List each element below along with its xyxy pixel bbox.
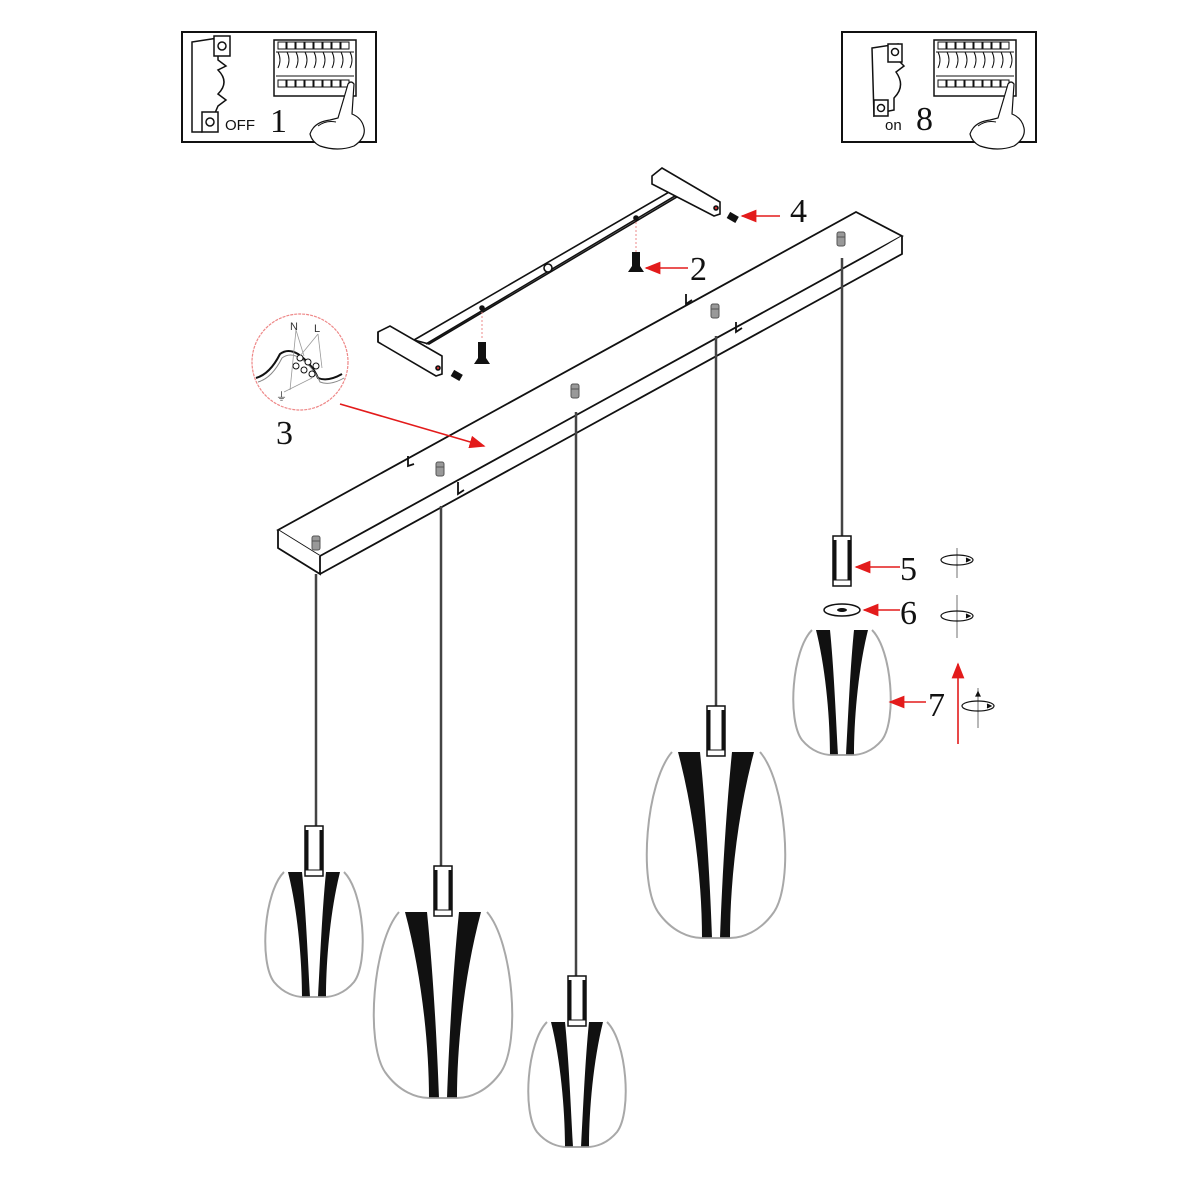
circuit-breaker-switch-icon <box>871 43 906 118</box>
rotate-icon <box>940 595 974 638</box>
live-label: L <box>314 323 320 335</box>
callout-2: 2 <box>690 251 707 288</box>
cable-gripper-icon <box>435 461 445 477</box>
panel-power-on: on 8 <box>841 31 1037 150</box>
glass-shade-large <box>645 751 787 939</box>
callout-4: 4 <box>790 193 807 230</box>
panel-power-off: OFF 1 <box>181 31 377 150</box>
neutral-label: N <box>290 321 298 333</box>
mounting-screw-icon <box>474 252 644 364</box>
step-number: 1 <box>270 103 287 140</box>
pendant-2 <box>372 864 514 1099</box>
wiring-detail: N L ⏚ <box>251 313 349 411</box>
breaker-panel-icon <box>273 39 357 97</box>
breaker-panel-icon <box>933 39 1017 97</box>
lamp-holder-sleeve <box>831 534 853 588</box>
switch-label: on <box>885 117 902 134</box>
fixing-screw-icon <box>450 211 739 381</box>
cable-gripper-icon <box>311 535 321 551</box>
pendant-4 <box>645 704 787 939</box>
cable-gripper-icon <box>710 303 720 319</box>
pendant-1 <box>264 824 364 998</box>
lamp-holder-sleeve <box>432 864 454 918</box>
earth-symbol-icon: ⏚ <box>276 390 287 403</box>
suspension-cables <box>314 258 844 976</box>
cable-gripper-icon <box>836 231 846 247</box>
pendant-3 <box>527 974 627 1148</box>
callout-5: 5 <box>900 551 917 588</box>
lamp-holder-sleeve <box>303 824 325 878</box>
switch-label: OFF <box>225 117 255 134</box>
lamp-holder-sleeve <box>566 974 588 1028</box>
mounting-bracket <box>377 167 721 377</box>
callout-6: 6 <box>900 595 917 632</box>
glass-shade-small <box>792 629 892 756</box>
glass-shade-small <box>264 871 364 998</box>
glass-shade-large <box>372 911 514 1099</box>
shade-ring <box>823 603 861 617</box>
lamp-holder-sleeve <box>705 704 727 758</box>
callout-7: 7 <box>928 687 945 724</box>
cable-gripper-icon <box>570 383 580 399</box>
canopy-bar <box>276 210 904 576</box>
pendant-5-exploded <box>792 534 892 756</box>
circuit-breaker-switch-icon <box>191 35 231 133</box>
step-number: 8 <box>916 101 933 138</box>
rotate-icon <box>940 548 974 578</box>
rotate-icon <box>961 688 995 728</box>
glass-shade-small <box>527 1021 627 1148</box>
callout-arrows <box>339 209 965 744</box>
callout-3: 3 <box>276 415 293 452</box>
